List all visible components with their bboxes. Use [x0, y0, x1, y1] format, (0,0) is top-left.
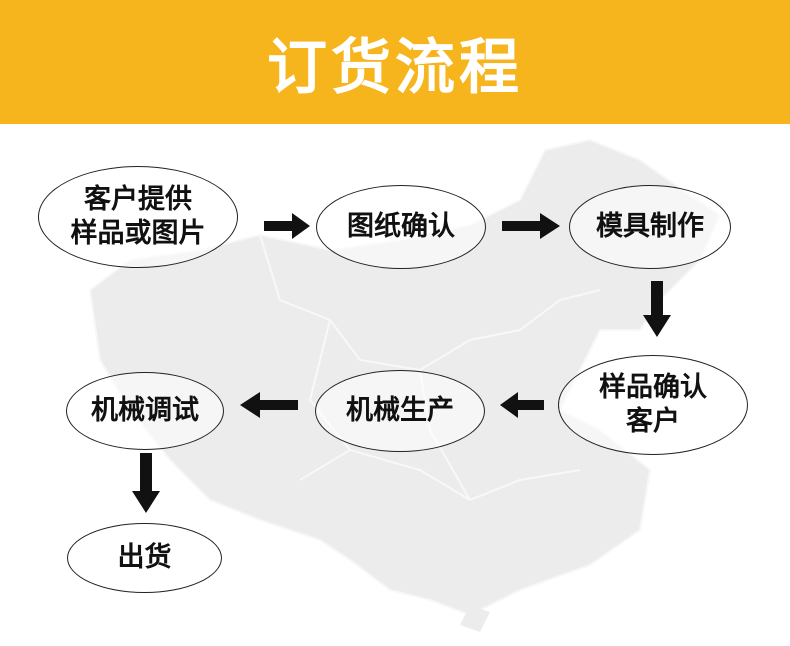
- node-machine-production: 机械生产: [315, 370, 485, 452]
- node-customer-provides-samples: 客户提供 样品或图片: [38, 166, 238, 268]
- node-machine-debugging: 机械调试: [66, 372, 224, 450]
- header-banner: 订货流程: [0, 0, 790, 124]
- node-mold-making: 模具制作: [569, 185, 731, 269]
- arrow-left-icon: [240, 392, 298, 418]
- arrow-right-icon: [502, 213, 560, 239]
- node-shipment: 出货: [67, 523, 222, 593]
- arrow-right-icon: [264, 213, 310, 239]
- arrow-down-icon: [132, 453, 160, 513]
- arrow-down-icon: [643, 281, 671, 337]
- node-sample-confirmation: 样品确认 客户: [558, 355, 748, 455]
- arrow-left-icon: [500, 392, 544, 418]
- page-title: 订货流程: [267, 32, 523, 103]
- node-drawing-confirmation: 图纸确认: [316, 185, 486, 269]
